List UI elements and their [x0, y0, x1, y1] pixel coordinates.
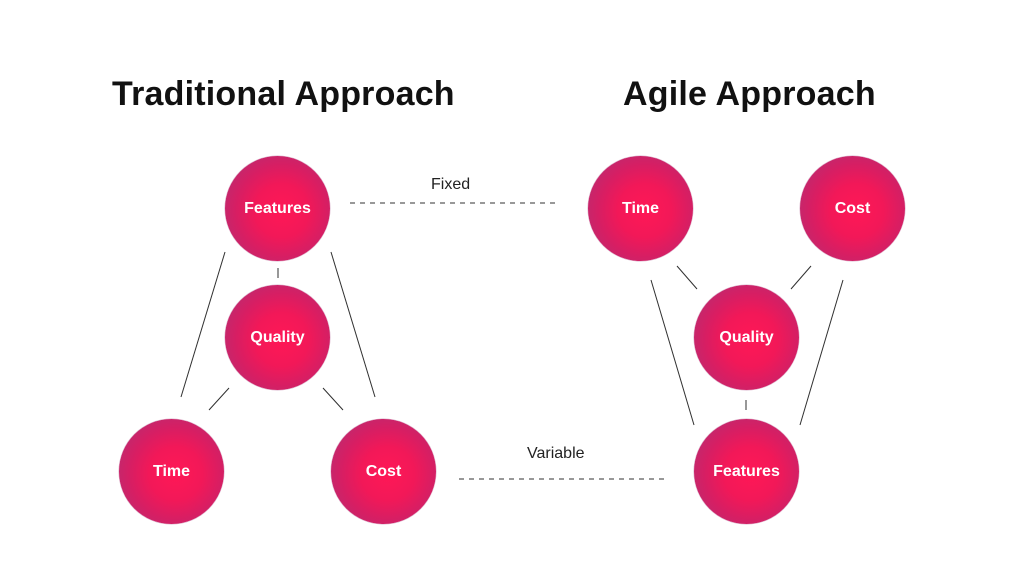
- traditional-features-label: Features: [244, 199, 311, 217]
- traditional-features-time-connector: [180, 251, 226, 398]
- traditional-cost-node: Cost: [331, 419, 436, 524]
- traditional-approach-title: Traditional Approach: [112, 75, 455, 113]
- agile-time-label: Time: [621, 199, 660, 217]
- agile-quality-node: Quality: [694, 285, 799, 390]
- agile-cost-features-connector: [799, 279, 844, 426]
- agile-approach-title: Agile Approach: [623, 75, 876, 113]
- traditional-time-label: Time: [152, 462, 191, 480]
- agile-features-label: Features: [713, 462, 780, 480]
- agile-time-features-connector: [650, 279, 695, 426]
- traditional-quality-label: Quality: [250, 328, 305, 346]
- variable-label: Variable: [527, 445, 585, 462]
- traditional-features-node: Features: [225, 156, 330, 261]
- traditional-features-cost-connector: [330, 251, 376, 398]
- agile-cost-quality-connector: [790, 265, 812, 290]
- traditional-time-node: Time: [119, 419, 224, 524]
- traditional-quality-node: Quality: [225, 285, 330, 390]
- agile-features-node: Features: [694, 419, 799, 524]
- agile-quality-label: Quality: [719, 328, 774, 346]
- traditional-quality-cost-connector: [322, 387, 344, 411]
- agile-time-quality-connector: [676, 265, 698, 290]
- traditional-cost-label: Cost: [365, 462, 402, 480]
- traditional-quality-time-connector: [208, 387, 230, 411]
- agile-cost-label: Cost: [834, 199, 871, 217]
- agile-time-node: Time: [588, 156, 693, 261]
- fixed-label: Fixed: [431, 176, 471, 193]
- agile-cost-node: Cost: [800, 156, 905, 261]
